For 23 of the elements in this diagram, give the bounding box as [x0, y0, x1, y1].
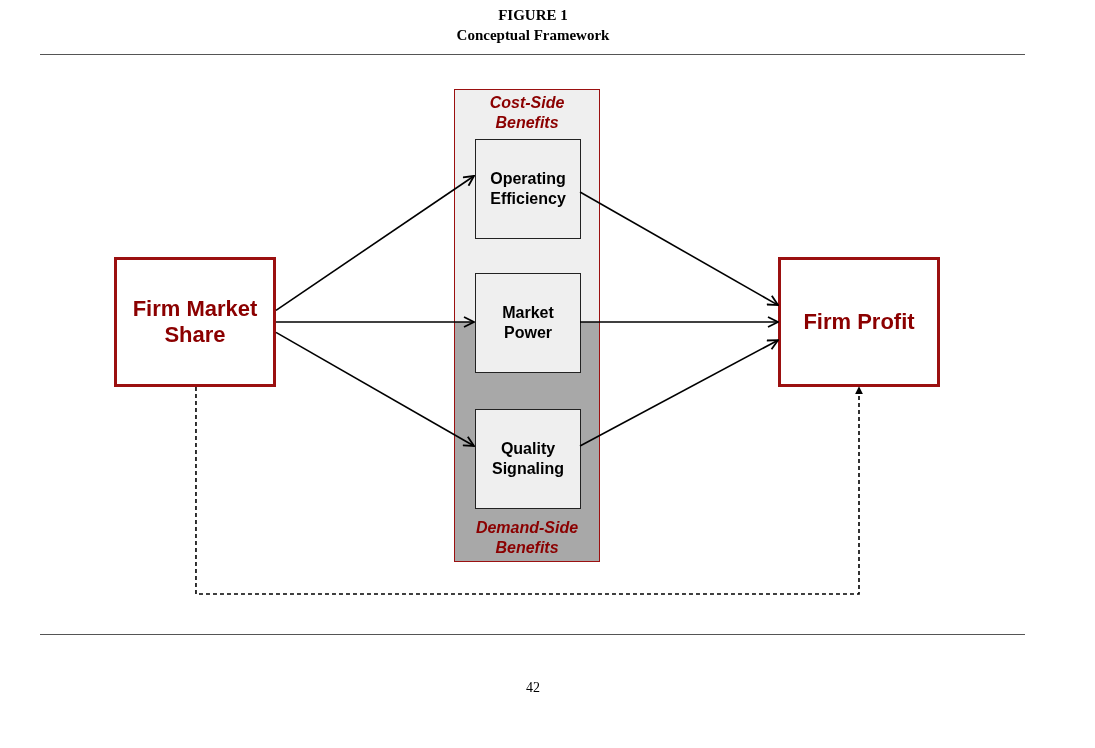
node-label: Quality Signaling	[491, 439, 565, 479]
arrow	[579, 191, 779, 306]
arrow	[579, 316, 779, 328]
construct-box	[114, 257, 276, 387]
page-number: 42	[525, 680, 541, 696]
construct-box	[778, 257, 940, 387]
arrow	[275, 175, 475, 312]
mechanism-box	[475, 139, 581, 239]
node-label: Operating Efficiency	[489, 169, 567, 209]
figure-title: FIGURE 1	[497, 7, 569, 24]
arrow	[579, 339, 779, 447]
mechanism-box	[475, 409, 581, 509]
mechanism-box	[475, 273, 581, 373]
figure-subtitle: Conceptual Framework	[455, 27, 611, 44]
arrow	[275, 331, 475, 447]
node-label: Firm Profit	[803, 308, 915, 336]
band-heading: Demand-Side Benefits	[474, 518, 580, 558]
dashed-arrow	[195, 386, 863, 595]
benefits-band	[454, 89, 600, 562]
arrow	[275, 316, 475, 328]
node-label: Market Power	[501, 303, 555, 343]
node-label: Firm Market Share	[131, 295, 259, 349]
band-heading: Cost-Side Benefits	[488, 93, 566, 133]
